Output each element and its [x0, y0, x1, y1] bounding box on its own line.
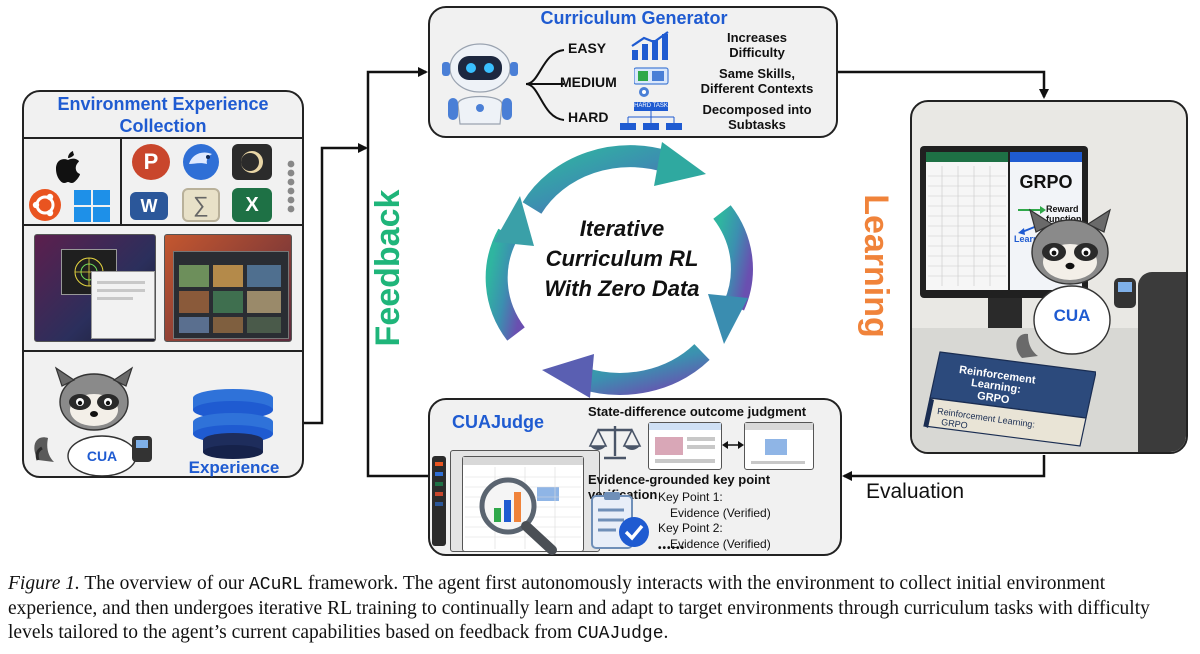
evaluation-label: Evaluation [866, 480, 965, 503]
compare-arrows-icon [722, 438, 744, 456]
windows-icon [74, 190, 110, 227]
cycle-arrow-left [485, 228, 525, 341]
arrow-generator-to-learning [838, 70, 1049, 99]
robot-icon [440, 34, 520, 135]
spreadsheet-screen [926, 152, 1008, 290]
reward-line2: function [1046, 214, 1082, 224]
environment-experience-panel: Environment Experience Collection P W ∑ … [22, 90, 304, 478]
env-title-line2: Collection [119, 116, 207, 136]
learning-label: Learning [857, 194, 895, 338]
judge-screenshot-stack-1 [432, 456, 446, 546]
caption-text-b: framework. The agent first autonomously … [8, 573, 1150, 643]
more-apps-dots [286, 160, 295, 219]
calc-formula-icon: ∑ [182, 188, 220, 222]
chair [1138, 272, 1186, 452]
state-after-screenshot [744, 422, 814, 470]
feedback-label: Feedback [369, 189, 407, 347]
level-hard-label: HARD [568, 109, 609, 125]
more-key-points-dots: •••••• [658, 543, 686, 554]
easy-desc-line2: Difficulty [729, 45, 785, 60]
env-divider-vert [120, 137, 122, 226]
excel-icon: X [232, 188, 272, 222]
grpo-book: Reinforcement Learning: GRPO Reinforceme… [920, 350, 1096, 448]
caption-cuajudge: CUAJudge [577, 624, 664, 644]
thunderbird-icon [180, 142, 222, 187]
learning-mascot-shirt: CUA [1053, 306, 1091, 325]
medium-desc-line1: Same Skills, [719, 66, 795, 81]
screenshot-desktop-1 [34, 234, 156, 342]
level-medium-label: MEDIUM [560, 74, 617, 90]
arrow-feedback [366, 67, 430, 478]
difficulty-branches [525, 49, 565, 121]
caption-figure-label: Figure 1. [8, 573, 80, 594]
monitor-stand [988, 298, 1022, 328]
env-divider-low [24, 350, 302, 352]
checklist-verified-icon [590, 492, 654, 557]
env-divider-mid [24, 224, 302, 226]
state-before-screenshot [648, 422, 722, 470]
ubuntu-icon [28, 188, 62, 227]
easy-desc-line1: Increases [727, 30, 787, 45]
mascot-shirt-label: CUA [86, 448, 118, 464]
generator-title: Curriculum Generator [540, 8, 728, 28]
reward-line1: Reward [1046, 204, 1079, 214]
level-easy-label: EASY [568, 40, 607, 56]
skills-context-icon [633, 66, 670, 103]
caption-text-c: . [663, 622, 669, 643]
cycle-arrow-bottom [578, 343, 710, 395]
hard-desc-line2: Subtasks [728, 117, 786, 132]
screenshot-desktop-2 [164, 234, 292, 342]
rising-chart-icon [630, 30, 670, 67]
apple-icon [52, 148, 84, 189]
caption-acurl: ACuRL [249, 575, 304, 595]
medium-desc-line2: Different Contexts [700, 81, 814, 96]
learn-label: Learn [1014, 234, 1039, 244]
raccoon-mascot: CUA [32, 364, 162, 477]
cycle-arrow-top [522, 145, 672, 215]
database-label: Experience [188, 458, 280, 477]
cycle-text-line2: Curriculum RL [545, 246, 699, 271]
hard-task-tree-icon: HARD TASK [618, 102, 684, 134]
arrow-evaluation [842, 455, 1046, 481]
cycle-arrow-right [713, 205, 753, 311]
powerpoint-icon: P [132, 144, 170, 180]
cuajudge-panel: CUAJudge State-difference outcome judgme… [428, 398, 842, 556]
database-icon [186, 388, 280, 465]
cycle-text-line1: Iterative [579, 216, 665, 241]
state-diff-heading: State-difference outcome judgment [588, 404, 807, 419]
key-point-1: Key Point 1: [658, 490, 723, 504]
grpo-label: GRPO [1019, 172, 1073, 192]
iterative-cycle-arrows [485, 142, 753, 398]
word-icon: W [130, 192, 168, 220]
hard-desc-line1: Decomposed into [702, 102, 812, 117]
learning-panel: GRPO Reward function Learn CUA [910, 100, 1188, 454]
figure-caption: Figure 1. The overview of our ACuRL fram… [8, 572, 1196, 646]
scale-icon [588, 422, 642, 467]
judge-title: CUAJudge [452, 412, 545, 432]
cycle-text-line3: With Zero Data [544, 276, 700, 301]
caption-text-a: The overview of our [79, 573, 249, 594]
magnifier-icon [474, 474, 560, 561]
key-point-2: Key Point 2: [658, 521, 723, 535]
eclipse-icon [232, 144, 272, 185]
env-title-line1: Environment Experience [57, 94, 269, 114]
key-point-2-evidence: Evidence (Verified) [670, 537, 771, 551]
curriculum-generator-panel: Curriculum Generator EASY MEDIUM HARD HA… [428, 6, 838, 138]
env-divider-top [24, 137, 302, 139]
raccoon-mascot-learning: CUA [1010, 208, 1140, 368]
key-point-1-evidence: Evidence (Verified) [670, 506, 771, 520]
